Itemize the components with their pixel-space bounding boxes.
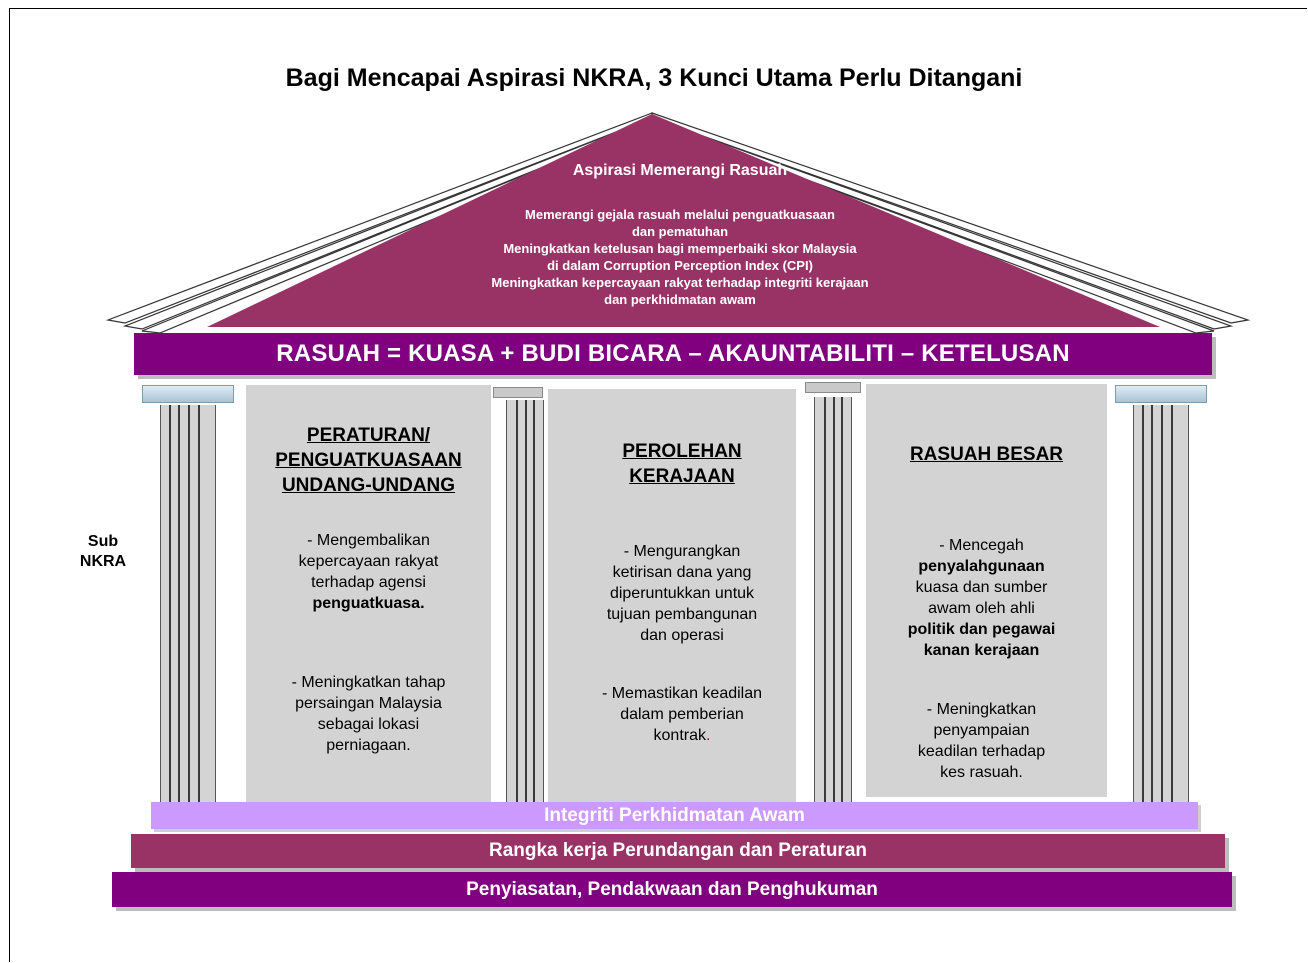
panel-title-line: PERATURAN/ <box>306 425 431 446</box>
bullet-line: dan operasi <box>640 627 724 644</box>
aspiration-heading: Aspirasi Memerangi Rasuah <box>572 162 788 179</box>
pillar-center-right <box>814 397 852 802</box>
roof-graphic <box>105 112 1251 334</box>
bullet-line: - Memastikan keadilan <box>601 685 763 702</box>
slide-title: Bagi Mencapai Aspirasi NKRA, 3 Kunci Uta… <box>285 64 1023 92</box>
panel-rasuah-besar: RASUAH BESAR - Mencegah penyalahgunaan k… <box>866 384 1107 797</box>
bullet-line: penyampaian <box>933 722 1030 739</box>
bullet-line: keadilan terhadap <box>917 743 1046 760</box>
aspiration-line: dan perkhidmatan awam <box>604 292 756 307</box>
aspiration-line: di dalam Corruption Perception Index (CP… <box>547 258 813 273</box>
panel-perolehan: PEROLEHAN KERAJAAN - Mengurangkan ketiri… <box>548 389 796 802</box>
aspiration-line: Meningkatkan ketelusan bagi memperbaiki … <box>503 241 857 256</box>
roof-pediment <box>207 114 1160 327</box>
foundation-level-1: Integriti Perkhidmatan Awam <box>151 802 1198 829</box>
bullet-line: kuasa dan sumber <box>915 579 1048 596</box>
bullet-line: sebagai lokasi <box>317 716 420 733</box>
bullet-line: ketirisan dana yang <box>612 564 752 581</box>
bullet-bold: kanan kerajaan <box>923 642 1040 659</box>
panel-bullet: - Mengembalikan kepercayaan rakyat terha… <box>246 530 491 614</box>
pillar-center-left <box>506 400 544 802</box>
panel-title: PEROLEHAN KERAJAAN <box>568 439 796 489</box>
foundation-level-2: Rangka kerja Perundangan dan Peraturan <box>131 834 1225 868</box>
panel-title-line: PENGUATKUASAAN <box>275 450 462 471</box>
pillar-capital <box>805 382 861 393</box>
panel-title-line: KERAJAAN <box>629 466 735 487</box>
aspiration-line: Memerangi gejala rasuah melalui penguatk… <box>525 207 835 222</box>
pillar-right <box>1133 405 1189 802</box>
bullet-line: awam oleh ahli <box>928 600 1035 617</box>
pillar-left <box>160 405 216 802</box>
pillar-capital-left <box>142 385 234 403</box>
panel-title-line: UNDANG-UNDANG <box>281 475 456 496</box>
panel-title-line: RASUAH BESAR <box>909 444 1064 465</box>
bullet-line: kontrak <box>653 727 706 744</box>
bullet-line: kes rasuah. <box>940 764 1023 781</box>
aspiration-line: dan pematuhan <box>631 224 729 239</box>
bullet-bold: penguatkuasa. <box>312 595 425 612</box>
sub-nkra-line: NKRA <box>79 553 127 570</box>
bullet-line: - Mengembalikan <box>307 532 430 549</box>
panel-bullet: - Meningkatkan penyampaian keadilan terh… <box>856 699 1107 783</box>
slide-frame <box>9 8 1307 962</box>
aspiration-line: Meningkatkan kepercayaan rakyat terhadap… <box>491 275 869 290</box>
sub-nkra-line: Sub <box>87 533 119 550</box>
bullet-line: - Meningkatkan <box>926 701 1037 718</box>
sub-nkra-label: Sub NKRA <box>68 532 138 572</box>
aspiration-lines: Memerangi gejala rasuah melalui penguatk… <box>380 206 980 308</box>
panel-bullet: - Memastikan keadilan dalam pemberian ko… <box>568 683 796 746</box>
pillar-capital <box>493 387 543 398</box>
bullet-line: perniagaan. <box>326 737 411 754</box>
bullet-line: tujuan pembangunan <box>606 606 758 623</box>
foundation-level-3: Penyiasatan, Pendakwaan dan Penghukuman <box>112 872 1232 907</box>
corruption-formula-beam: RASUAH = KUASA + BUDI BICARA – AKAUNTABI… <box>134 333 1212 375</box>
bullet-bold: politik dan pegawai <box>907 621 1056 638</box>
panel-bullet: - Meningkatkan tahap persaingan Malaysia… <box>246 672 491 756</box>
bullet-line: - Mencegah <box>939 537 1024 554</box>
bullet-line: diperuntukkan untuk <box>609 585 755 602</box>
roof-left-eaves <box>105 112 653 334</box>
bullet-line: - Meningkatkan tahap <box>291 674 446 691</box>
pillar-capital-right <box>1115 385 1207 403</box>
panel-title-line: PEROLEHAN <box>622 441 742 462</box>
roof-right-eaves <box>651 112 1251 334</box>
panel-title: PERATURAN/ PENGUATKUASAAN UNDANG-UNDANG <box>246 423 491 498</box>
panel-bullet: - Mencegah penyalahgunaan kuasa dan sumb… <box>856 535 1107 661</box>
red-period: . <box>706 727 711 744</box>
panel-peraturan: PERATURAN/ PENGUATKUASAAN UNDANG-UNDANG … <box>246 385 491 802</box>
bullet-line: kepercayaan rakyat <box>298 553 439 570</box>
panel-title: RASUAH BESAR <box>866 442 1107 467</box>
bullet-line: dalam pemberian <box>620 706 744 723</box>
panel-bullet: - Mengurangkan ketirisan dana yang diper… <box>568 541 796 646</box>
bullet-line: - Mengurangkan <box>623 543 741 560</box>
bullet-bold: penyalahgunaan <box>918 558 1045 575</box>
bullet-line: terhadap agensi <box>311 574 426 591</box>
bullet-line: persaingan Malaysia <box>295 695 442 712</box>
